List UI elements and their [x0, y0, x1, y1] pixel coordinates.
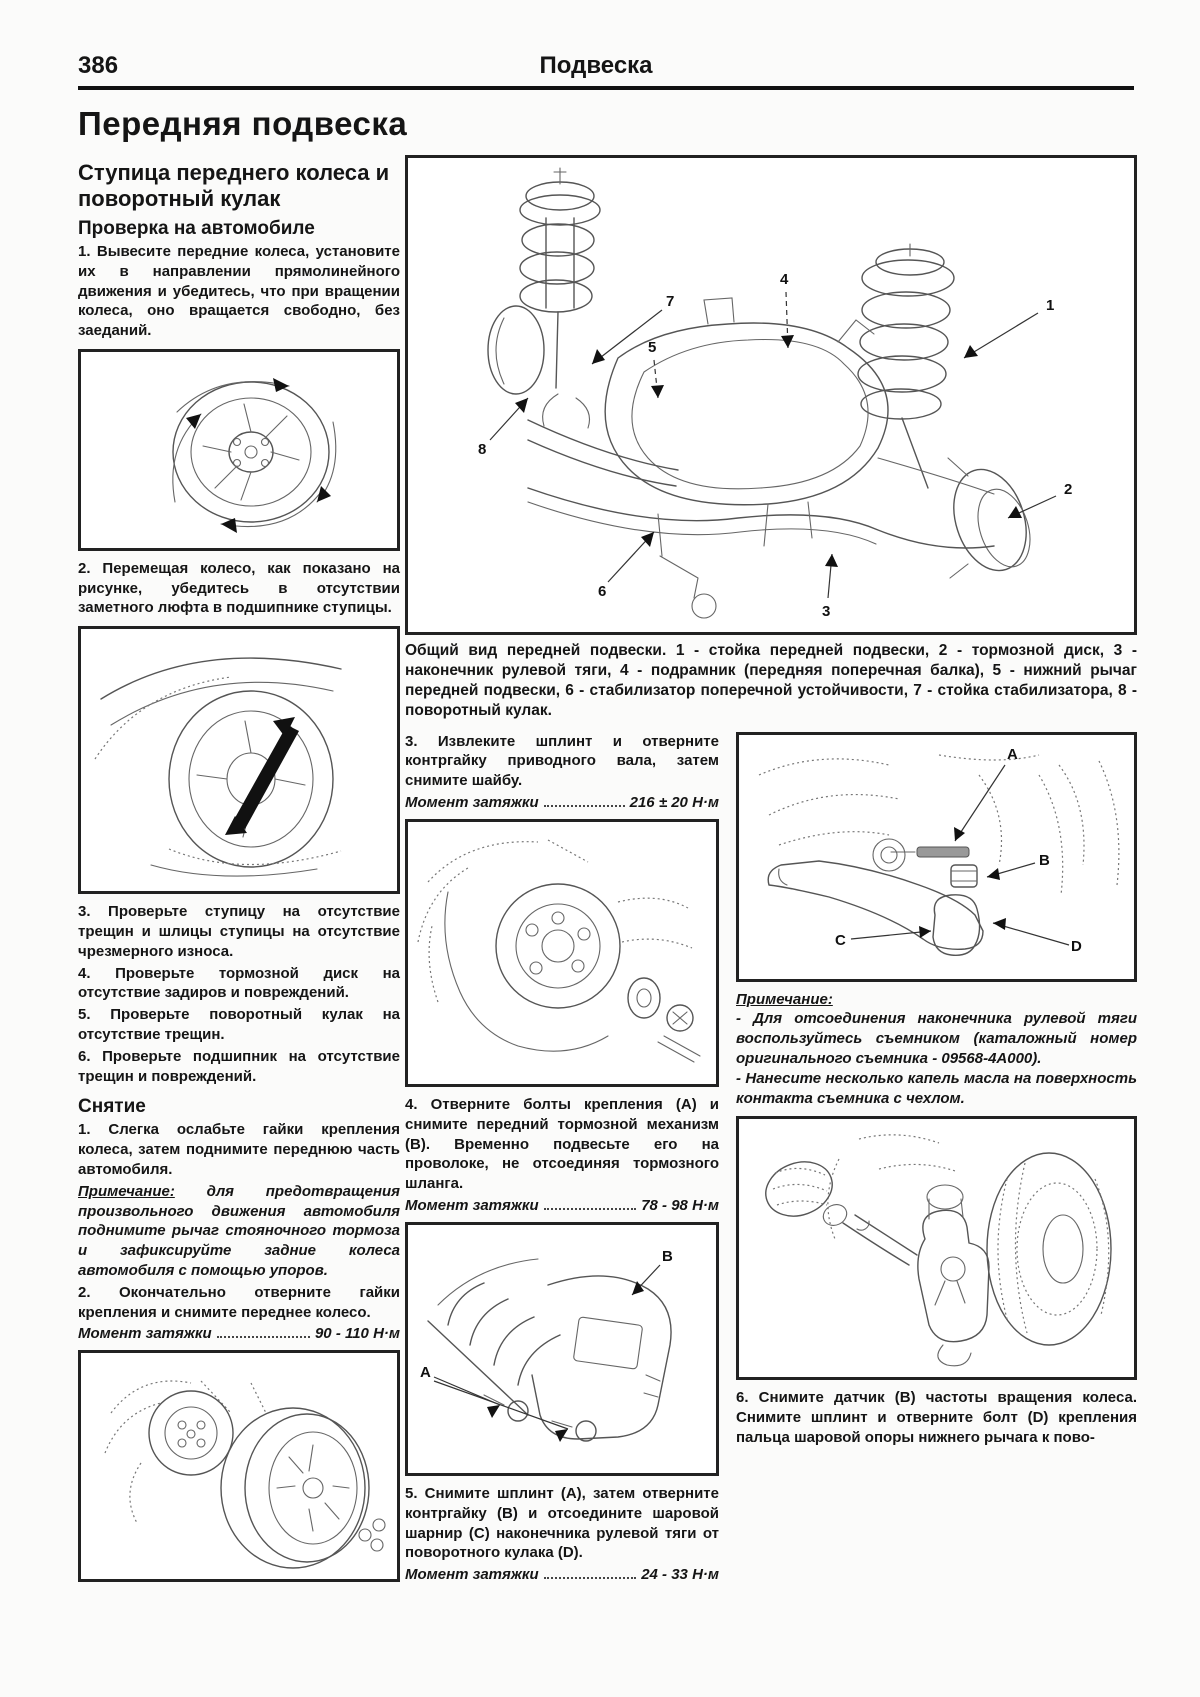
hub-axle-drawing: [417, 839, 701, 1063]
label-a: A: [420, 1364, 431, 1381]
section-title: Передняя подвеска: [78, 105, 408, 142]
step-4-check: 4. Проверьте тормозной диск на отсутстви…: [78, 964, 400, 1002]
figure-wheel-play: [78, 626, 400, 895]
torque-spec-caliper: Момент затяжки 78 - 98 Н·м: [405, 1197, 719, 1214]
page-header: 386 Подвеска: [78, 52, 1134, 90]
chapter-title: Подвеска: [539, 52, 653, 79]
torque-label: Момент затяжки: [405, 1566, 539, 1584]
figure-knuckle-driveshaft: [736, 1116, 1137, 1381]
middle-column: 3. Извлеките шплинт и отверните контргай…: [405, 732, 719, 1590]
label-b: B: [1039, 852, 1050, 869]
subsection-heading: Ступица переднего колеса и поворотный ку…: [78, 160, 390, 211]
dotted-leader: [543, 1576, 637, 1580]
removal-step-1: 1. Слегка ослабьте гайки крепления колес…: [78, 1121, 400, 1179]
callout-2: 2: [1064, 481, 1072, 498]
wheel-rotation-drawing: [172, 377, 337, 533]
label-b: B: [662, 1248, 673, 1265]
step-3-check: 3. Проверьте ступицу на отсутствие трещи…: [78, 903, 400, 960]
step-5-removal: 5. Снимите шплинт (А), затем отверните к…: [405, 1484, 719, 1562]
torque-value: 90 - 110 Н·м: [314, 1325, 400, 1343]
figure-front-suspension-overview: 1 2 3 4 5 6: [405, 155, 1137, 635]
callout-4: 4: [780, 271, 789, 288]
torque-label: Момент затяжки: [78, 1325, 212, 1343]
torque-spec-axle-nut: Момент затяжки 216 ± 20 Н·м: [405, 794, 719, 811]
torque-value: 24 - 33 Н·м: [641, 1566, 719, 1584]
knuckle-driveshaft-drawing: [765, 1134, 1112, 1367]
right-note: Примечание: - Для отсоединения наконечни…: [736, 990, 1137, 1109]
figure-wheel-rotation: [78, 348, 400, 551]
dotted-leader: [543, 804, 625, 807]
removal-note: Примечание: для предотвращения произволь…: [78, 1182, 400, 1281]
header-rule: [78, 86, 1134, 90]
step-4-removal: 4. Отверните болты крепления (А) и сними…: [405, 1095, 719, 1193]
torque-value: 216 ± 20 Н·м: [629, 793, 719, 811]
callout-8: 8: [478, 441, 486, 458]
note-label: Примечание:: [736, 990, 833, 1008]
callout-6: 6: [598, 583, 606, 600]
wheel-removal-drawing: [104, 1380, 386, 1570]
step-2-check: 2. Перемещая колесо, как показано на рис…: [78, 559, 400, 617]
brake-caliper-drawing: B A: [420, 1248, 673, 1442]
step-1-check: 1. Вывесите передние колеса, установите …: [78, 242, 400, 340]
torque-value: 78 - 98 Н·м: [641, 1196, 719, 1214]
right-area: 1 2 3 4 5 6: [405, 155, 1137, 1589]
figure-wheel-removal: [78, 1350, 400, 1583]
figure-tie-rod-end: A B C D: [736, 731, 1137, 982]
label-c: C: [835, 932, 846, 949]
torque-label: Момент затяжки: [405, 793, 539, 811]
right-column: A B C D Примечание:: [736, 731, 1137, 1590]
step-5-check: 5. Проверьте поворотный кулак на отсутст…: [78, 1006, 400, 1044]
tie-rod-end-drawing: A B C D: [758, 746, 1120, 956]
front-suspension-drawing: 1 2 3 4 5 6: [478, 167, 1072, 620]
note-line-2: - Нанесите несколько капель масла на пов…: [736, 1069, 1137, 1107]
label-d: D: [1071, 938, 1082, 955]
step-6-check: 6. Проверьте подшипник на отсутствие тре…: [78, 1047, 400, 1085]
dotted-leader: [543, 1207, 637, 1210]
note-line-1: - Для отсоединения наконечника рулевой т…: [736, 1010, 1137, 1067]
left-column: Ступица переднего колеса и поворотный ку…: [78, 160, 400, 1590]
page-number: 386: [78, 52, 119, 79]
callout-7: 7: [666, 293, 674, 310]
dotted-leader: [216, 1335, 310, 1339]
note-label: Примечание:: [78, 1182, 175, 1200]
callout-3: 3: [822, 603, 830, 620]
note-text: для предотвращения произвольного движени…: [78, 1182, 400, 1280]
step-3-removal: 3. Извлеките шплинт и отверните контргай…: [405, 732, 719, 790]
removal-heading: Снятие: [78, 1096, 146, 1118]
overview-caption: Общий вид передней подвески. 1 - стойка …: [405, 642, 1137, 720]
removal-step-2: 2. Окончательно отверните гайки креплени…: [78, 1283, 400, 1321]
label-a: A: [1007, 746, 1018, 763]
torque-spec-wheel: Момент затяжки 90 - 110 Н·м: [78, 1325, 400, 1342]
step-6-removal: 6. Снимите датчик (В) частоты вращения к…: [736, 1389, 1137, 1446]
callout-1: 1: [1046, 297, 1054, 314]
figure-hub-axle: [405, 818, 719, 1087]
figure-brake-caliper: B A: [405, 1221, 719, 1476]
callout-5: 5: [648, 339, 656, 356]
wheel-play-drawing: [94, 657, 342, 877]
torque-spec-tie-rod: Момент затяжки 24 - 33 Н·м: [405, 1566, 719, 1583]
torque-label: Момент затяжки: [405, 1196, 539, 1214]
check-heading: Проверка на автомобиле: [78, 217, 315, 239]
